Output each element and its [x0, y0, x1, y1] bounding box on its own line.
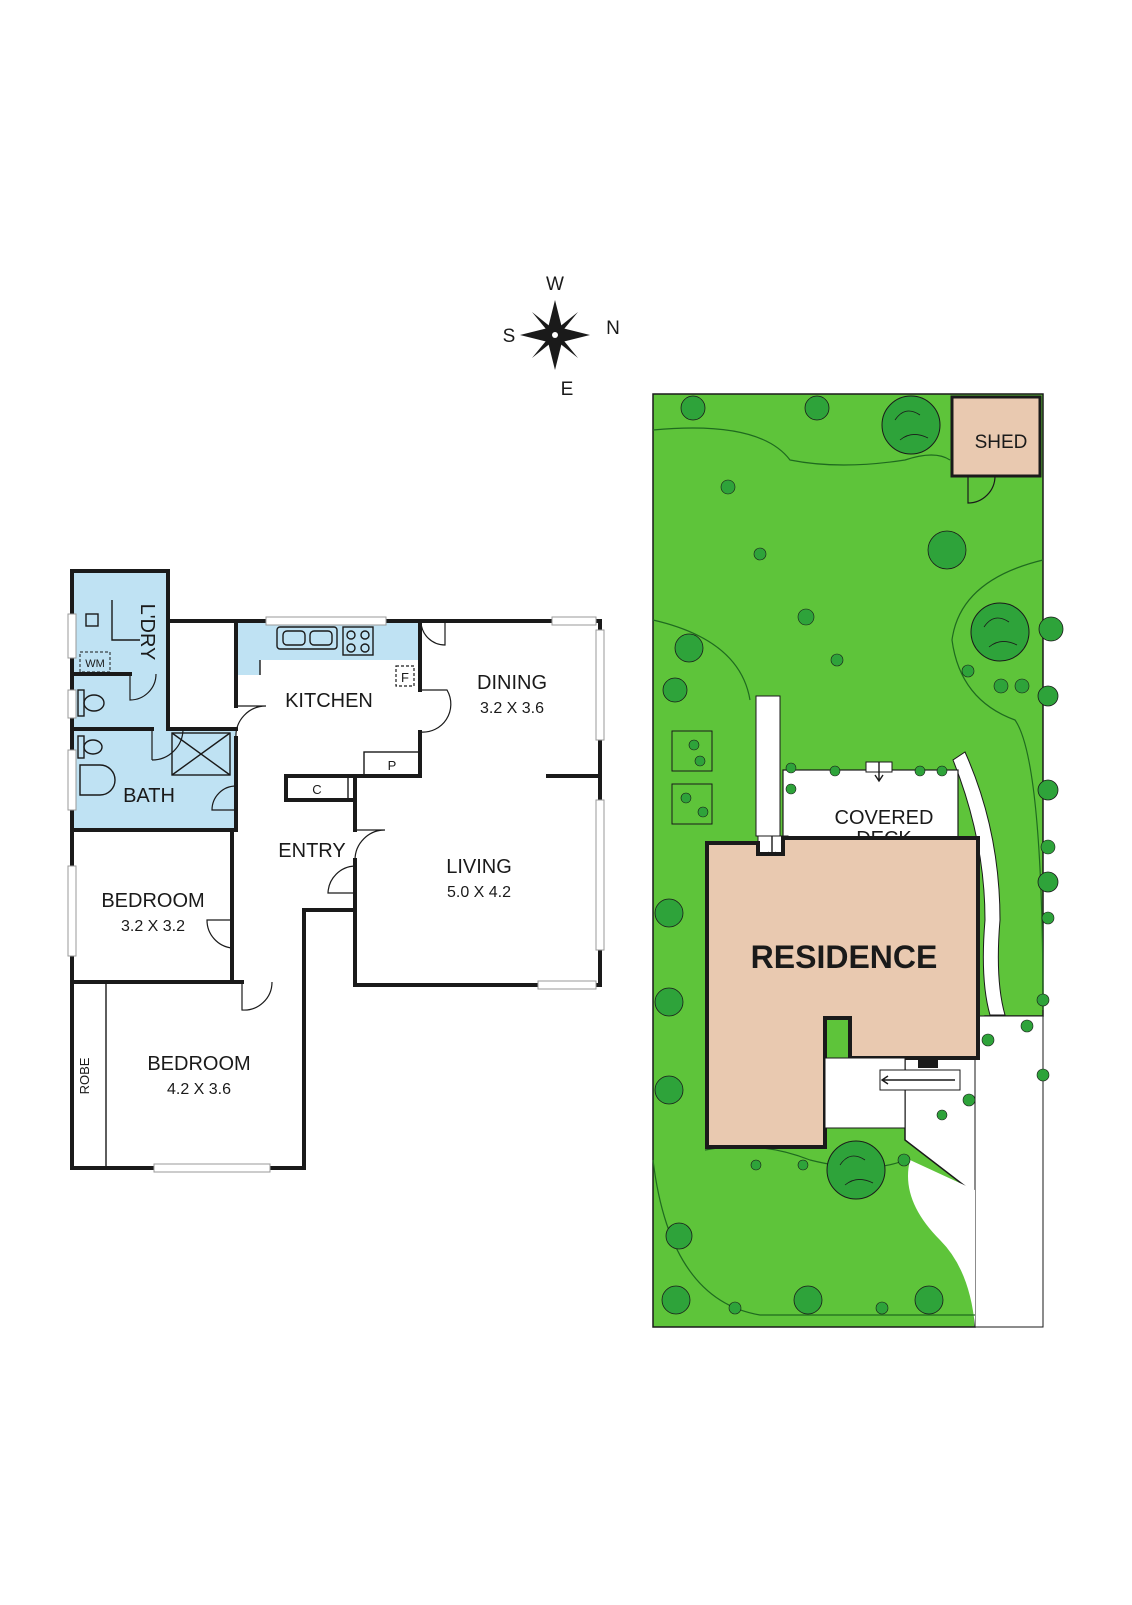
bath-entry-door	[211, 785, 237, 811]
covered-deck	[782, 769, 959, 839]
floor-plan: F WM P C L'DRY KITCHE	[67, 569, 605, 1173]
toilet-door	[129, 673, 157, 701]
shed	[950, 395, 1042, 478]
dining-dims: 3.2 X 3.6	[480, 700, 544, 717]
sink-icon	[276, 626, 338, 650]
compass-star-icon	[520, 300, 590, 370]
front-porch	[824, 1057, 906, 1129]
compass-north: N	[606, 318, 620, 339]
living-window-side	[595, 799, 605, 951]
wm-label: WM	[85, 658, 105, 670]
shower-icon	[171, 732, 231, 776]
kitchen-label: KITCHEN	[285, 690, 373, 712]
dining-window-side	[595, 629, 605, 741]
toilet-floor	[72, 674, 168, 729]
kitchen-window	[265, 616, 387, 626]
tree-icon	[970, 602, 1030, 662]
bath-window	[67, 749, 77, 811]
tree-icon	[881, 395, 941, 455]
bedroom2-door	[241, 981, 273, 1011]
driveway	[974, 1015, 1044, 1328]
bath-floor	[72, 729, 236, 830]
laundry-floor	[72, 571, 168, 674]
tree-icon	[826, 1140, 886, 1200]
robe	[71, 981, 107, 1169]
cupboard-label: C	[312, 782, 321, 797]
bedroom1-door	[206, 919, 233, 949]
kitchen-dining-door	[419, 689, 452, 733]
laundry-tub-icon	[85, 613, 99, 627]
compass-east: E	[561, 379, 574, 400]
front-door	[327, 865, 356, 894]
living-dims: 5.0 X 4.2	[447, 884, 511, 901]
shrub-icon	[654, 395, 1064, 1315]
bedroom2-dims: 4.2 X 3.6	[167, 1081, 231, 1098]
washing-machine-space	[79, 651, 111, 673]
living-window-bottom	[537, 980, 597, 990]
bedroom1-label: BEDROOM	[101, 890, 204, 912]
compass-south: S	[503, 326, 516, 347]
fridge-label: F	[401, 670, 409, 685]
path-white	[908, 1160, 975, 1327]
residence-label: RESIDENCE	[751, 939, 938, 975]
entry-label: ENTRY	[278, 840, 345, 862]
bedroom1-window	[67, 865, 77, 957]
bush-dots	[680, 479, 1056, 1315]
bath-label: BATH	[123, 785, 175, 807]
kitchen-entry-door	[235, 705, 267, 739]
planter-box	[671, 783, 713, 825]
basin-icon	[79, 764, 116, 796]
pantry	[363, 751, 421, 777]
robe-label: ROBE	[77, 1057, 92, 1094]
front-door-mat	[918, 1058, 938, 1068]
side-path	[755, 695, 781, 837]
residence	[705, 836, 980, 1149]
dining-window-top	[551, 616, 597, 626]
dining-exterior-door	[420, 621, 446, 646]
laundry-label: L'DRY	[136, 604, 158, 661]
kitchen-bench-area	[236, 621, 420, 675]
bedroom1-dims: 3.2 X 3.2	[121, 918, 185, 935]
fridge-space	[395, 665, 415, 687]
bath-door	[151, 728, 184, 761]
cooktop-icon	[342, 626, 374, 656]
bedroom2-window	[153, 1163, 271, 1173]
bedroom2-label: BEDROOM	[147, 1053, 250, 1075]
toilet-icon	[77, 735, 103, 759]
compass-west: W	[546, 274, 564, 295]
planter-box	[671, 730, 713, 772]
living-label: LIVING	[446, 856, 512, 878]
compass-rose: W S N E	[503, 274, 620, 400]
pantry-label: P	[388, 758, 397, 773]
living-entry-door	[354, 829, 386, 861]
site-plan: COVERED DECK RESIDENCE SHED	[652, 393, 1064, 1328]
toilet-window	[67, 689, 77, 719]
toilet-icon	[77, 689, 105, 717]
laundry-window	[67, 613, 77, 659]
covered-deck-label-1: COVERED	[835, 807, 934, 829]
shed-door	[967, 475, 996, 504]
dining-label: DINING	[477, 672, 547, 694]
shed-label: SHED	[975, 432, 1028, 453]
cupboard	[285, 775, 349, 801]
